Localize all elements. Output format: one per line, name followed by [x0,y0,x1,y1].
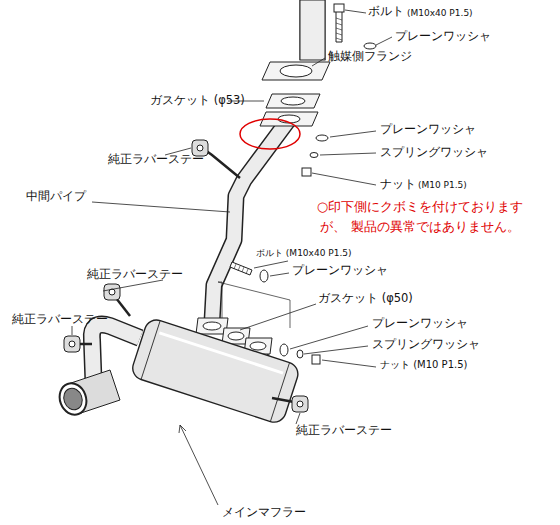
part-label: ボルト (M10x40 P1.5) [256,248,351,258]
part-label: 純正ラバーステー [87,268,183,282]
part-label: スプリングワッシャ [380,146,488,160]
part-label: ガスケット (φ53) [150,94,245,107]
part-label: 触媒側フランジ [328,50,412,64]
part-label: メインマフラー [222,506,306,520]
part-label: ナット [380,178,416,192]
part-label: ガスケット (φ50) [318,292,413,305]
part-label: (M10x40 P1.5) [407,8,473,18]
part-label: プレーンワッシャ [395,30,491,44]
part-label: プレーンワッシャ [372,317,468,331]
part-label: (M10 P1.5) [418,180,467,190]
part-label: プレーンワッシャ [380,123,476,137]
part-label: プレーンワッシャ [292,264,388,278]
part-label: 中間パイプ [26,190,86,204]
warning-note: ○印下側にクボミを付けておりますが、 製品の異常ではありません。 [306,197,534,236]
part-label: スプリングワッシャ [372,338,480,352]
part-label: 純正ラバーステー [12,313,108,327]
part-label: ナット (M10 P1.5) [380,359,467,371]
part-label: 純正ラバーステー [108,153,204,167]
part-label: 純正ラバーステー [296,424,392,438]
part-label: ボルト [368,5,404,19]
